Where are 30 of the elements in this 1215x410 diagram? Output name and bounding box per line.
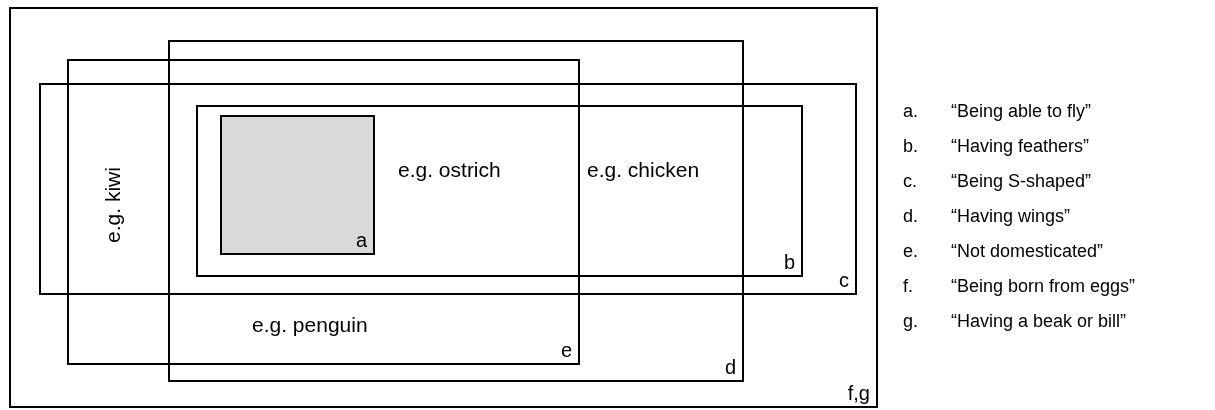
- list-marker: d.: [903, 205, 918, 227]
- legend-definition: “Having feathers”: [951, 135, 1090, 157]
- legend-definition: “Being born from eggs”: [951, 275, 1136, 297]
- set-box: [168, 40, 744, 382]
- set-label: a: [355, 229, 367, 251]
- example-label: e.g. kiwi: [100, 167, 125, 243]
- legend-definition: “Having a beak or bill”: [951, 310, 1127, 332]
- set-box: [39, 83, 857, 295]
- legend-definition: “Having wings”: [951, 205, 1071, 227]
- set-box: [220, 115, 375, 255]
- example-label: e.g. penguin: [252, 313, 368, 337]
- list-marker: f.: [903, 275, 913, 297]
- list-marker: e.: [903, 240, 918, 262]
- example-label: e.g. chicken: [587, 158, 700, 182]
- set-label: f,g: [847, 382, 870, 404]
- set-label: c: [839, 269, 849, 291]
- set-box: [9, 7, 878, 408]
- example-label: e.g. ostrich: [398, 158, 501, 182]
- set-box: [67, 59, 580, 365]
- set-label: e: [560, 339, 572, 361]
- set-box: [196, 105, 803, 277]
- list-marker: c.: [903, 170, 917, 192]
- list-marker: b.: [903, 135, 918, 157]
- list-marker: g.: [903, 310, 918, 332]
- legend-definition: “Being S-shaped”: [951, 170, 1092, 192]
- list-marker: a.: [903, 100, 918, 122]
- set-label: b: [783, 251, 795, 273]
- legend-definition: “Being able to fly”: [951, 100, 1092, 122]
- legend-definition: “Not domesticated”: [951, 240, 1104, 262]
- set-label: d: [724, 356, 736, 378]
